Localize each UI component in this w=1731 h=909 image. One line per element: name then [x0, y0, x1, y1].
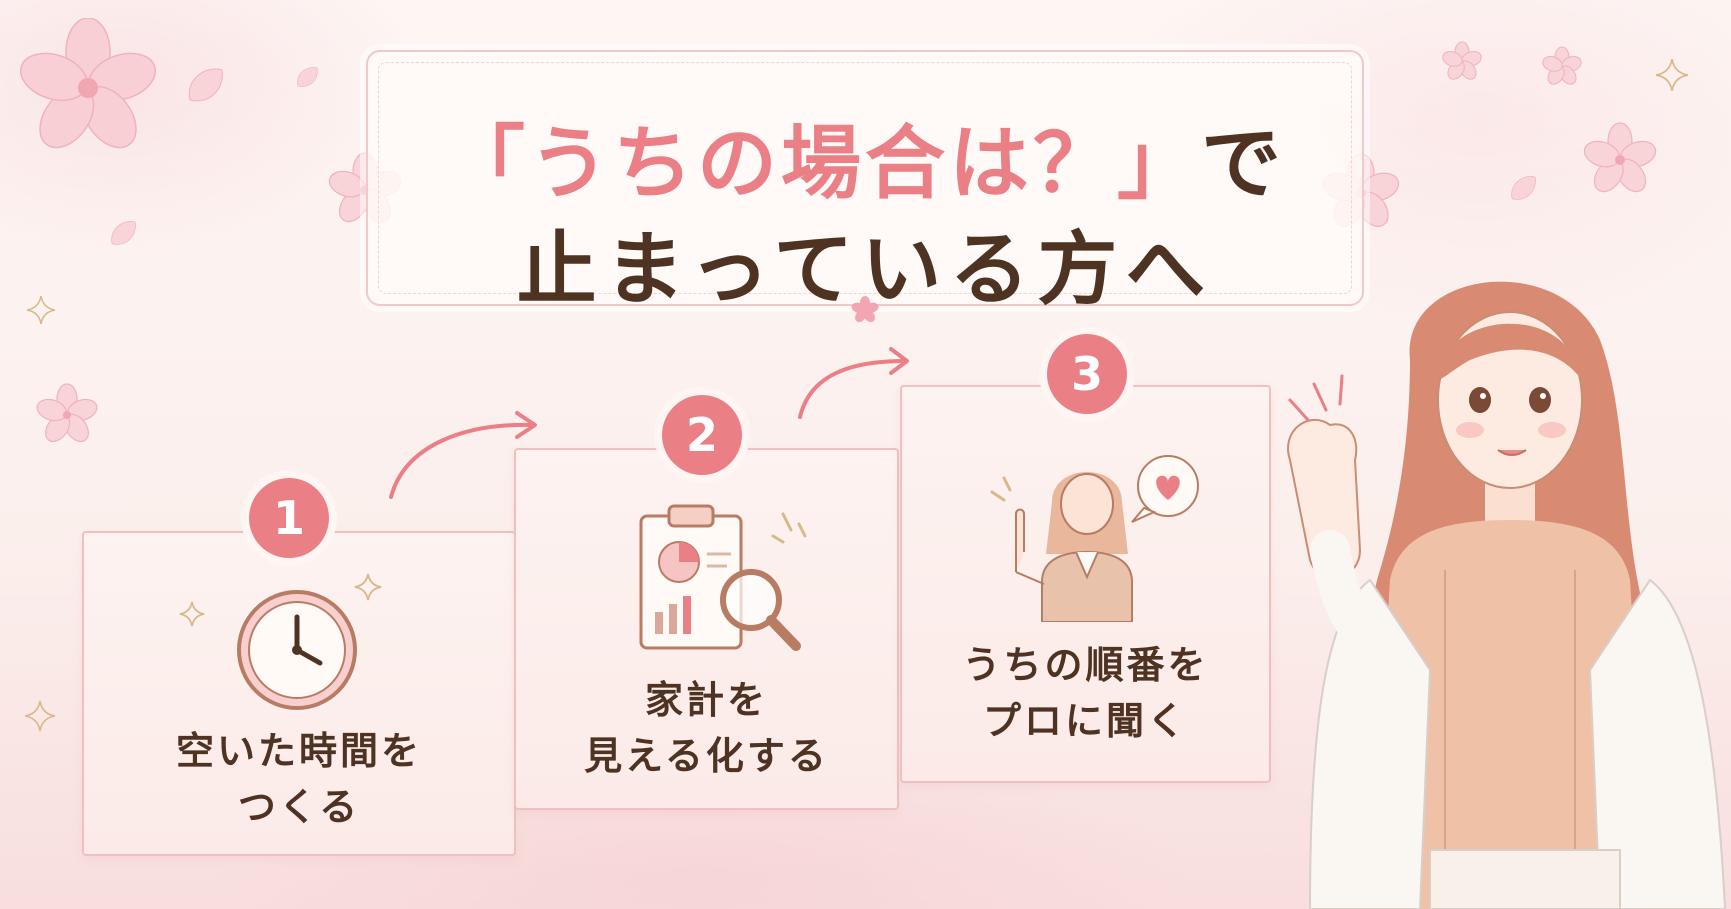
step-3-line-1: うちの順番を — [962, 643, 1209, 687]
title-line-2: 止まっている方へ — [516, 223, 1214, 316]
sparkle-icon — [354, 573, 382, 601]
petal-icon — [1511, 176, 1536, 200]
arrow-curve-icon — [798, 347, 909, 419]
step-3-text: うちの順番を プロに聞く — [902, 637, 1269, 749]
arrow-curve-icon — [389, 411, 537, 499]
step-badge-1: 1 — [249, 478, 329, 558]
title-particle: で — [1201, 117, 1285, 210]
step-card-3: うちの順番を プロに聞く — [900, 385, 1271, 783]
cherry-blossom-icon — [851, 296, 879, 323]
step-2-text: 家計を 見える化する — [516, 672, 897, 784]
step-card-2: 家計を 見える化する — [514, 448, 899, 810]
step-2-line-1: 家計を — [644, 678, 768, 722]
cherry-blossom-icon — [19, 18, 157, 149]
consultant-woman-icon — [990, 455, 1199, 622]
woman-illustration — [1287, 281, 1727, 909]
title-box: 「うちの場合は？」で 止まっている方へ — [366, 50, 1364, 310]
title-line-1: 「うちの場合は？」で — [368, 124, 1362, 204]
petal-icon — [188, 68, 223, 102]
cherry-blossom-icon — [1583, 122, 1657, 193]
step-card-1: 空いた時間を つくる — [82, 531, 516, 856]
petal-icon — [111, 221, 136, 245]
step-1-line-2: つくる — [237, 785, 361, 829]
sparkle-icon — [1655, 58, 1689, 92]
cherry-blossom-icon — [36, 383, 98, 443]
step-1-text: 空いた時間を つくる — [84, 723, 514, 835]
step-2-line-2: 見える化する — [584, 734, 829, 778]
clock-icon — [237, 590, 357, 710]
step-badge-2: 2 — [662, 395, 742, 475]
cherry-blossom-icon — [1542, 46, 1582, 85]
clipboard-chart-magnifier-icon — [639, 504, 807, 651]
step-1-line-1: 空いた時間を — [175, 729, 422, 773]
title-highlight: 「うちの場合は？」 — [445, 117, 1201, 210]
petal-icon — [297, 67, 318, 87]
sparkle-icon — [26, 295, 56, 325]
step-3-line-2: プロに聞く — [982, 699, 1188, 743]
cherry-blossom-icon — [1442, 41, 1482, 80]
sparkle-icon — [179, 601, 205, 627]
sparkle-icon — [24, 700, 56, 732]
step-badge-3: 3 — [1047, 334, 1127, 414]
